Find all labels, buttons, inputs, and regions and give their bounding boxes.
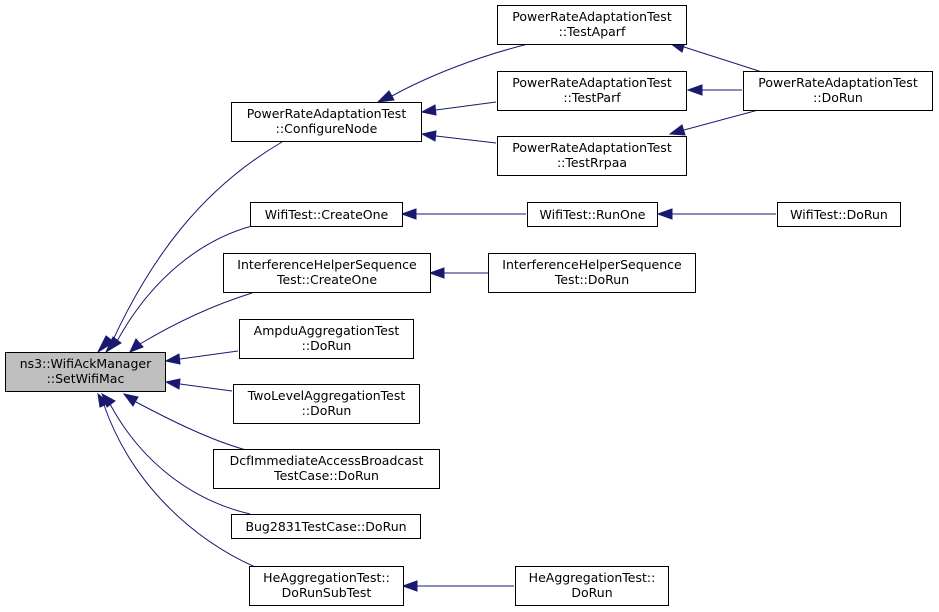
node-dcf-dorun[interactable]: DcfImmediateAccessBroadcast TestCase::Do…: [213, 449, 440, 489]
edge-dcf-to-root: [122, 393, 247, 451]
node-label-line2: ::DoRun: [302, 338, 352, 353]
node-label-line1: PowerRateAdaptationTest: [512, 140, 672, 155]
node-label-line1: ns3::WifiAckManager: [20, 356, 152, 371]
node-label-line2: ::SetWifiMac: [47, 371, 125, 386]
edge-parf-to-configure: [420, 101, 497, 116]
edge-wifi-createone-to-root: [104, 225, 253, 354]
nodes: ns3::WifiAckManager ::SetWifiMac PowerRa…: [5, 5, 933, 606]
edge-heagg-subtest-to-root: [97, 392, 263, 571]
node-label-line1: HeAggregationTest::: [529, 570, 656, 585]
edge-rrpaa-to-configure: [420, 130, 497, 144]
node-wifitest-dorun[interactable]: WifiTest::DoRun: [777, 202, 901, 227]
node-twolevel-dorun[interactable]: TwoLevelAggregationTest ::DoRun: [233, 384, 420, 424]
node-label: WifiTest::DoRun: [790, 207, 888, 222]
node-label-line2: ::TestRrpaa: [557, 155, 627, 170]
edge-prat-dorun-to-aparf: [668, 41, 763, 73]
node-ampdu-dorun[interactable]: AmpduAggregationTest ::DoRun: [239, 319, 414, 359]
edge-prat-dorun-to-parf: [686, 84, 742, 96]
edge-ihst-createone-to-root: [129, 292, 253, 353]
node-prat-testparf[interactable]: PowerRateAdaptationTest ::TestParf: [497, 71, 687, 111]
node-root-setwifimac[interactable]: ns3::WifiAckManager ::SetWifiMac: [5, 352, 166, 392]
edge-aparf-to-configure: [376, 43, 529, 103]
node-wifitest-runone[interactable]: WifiTest::RunOne: [527, 202, 658, 227]
node-label-line1: InterferenceHelperSequence: [502, 257, 682, 272]
node-ihst-dorun[interactable]: InterferenceHelperSequence Test::DoRun: [488, 253, 696, 293]
node-prat-testrrpaa[interactable]: PowerRateAdaptationTest ::TestRrpaa: [497, 136, 687, 176]
node-label-line1: DcfImmediateAccessBroadcast: [230, 453, 424, 468]
edge-heagg-dorun-to-subtest: [401, 580, 514, 592]
edge-configure-to-root: [96, 141, 283, 354]
node-label-line2: ::TestAparf: [559, 24, 626, 39]
node-label-line1: PowerRateAdaptationTest: [758, 75, 918, 90]
node-wifitest-createone[interactable]: WifiTest::CreateOne: [250, 202, 403, 227]
node-label: WifiTest::RunOne: [540, 207, 646, 222]
node-label-line2: ::TestParf: [563, 90, 621, 105]
node-label-line2: DoRunSubTest: [282, 585, 372, 600]
node-label-line1: TwoLevelAggregationTest: [247, 388, 406, 403]
edge-ihst-dorun-to-createone: [428, 267, 488, 279]
edge-twolevel-to-root: [164, 378, 233, 392]
node-label-line2: ::DoRun: [302, 403, 352, 418]
node-label-line1: PowerRateAdaptationTest: [247, 106, 407, 121]
node-prat-configurenode[interactable]: PowerRateAdaptationTest ::ConfigureNode: [231, 102, 422, 142]
node-label-line2: DoRun: [571, 585, 612, 600]
edge-wifi-dorun-to-runone: [656, 208, 776, 220]
edges: [96, 41, 776, 592]
node-label-line2: ::DoRun: [813, 90, 863, 105]
edge-runone-to-createone: [400, 208, 526, 220]
node-prat-dorun[interactable]: PowerRateAdaptationTest ::DoRun: [743, 71, 933, 111]
node-label-line1: PowerRateAdaptationTest: [512, 9, 672, 24]
node-label-line2: Test::CreateOne: [276, 272, 377, 287]
node-label: WifiTest::CreateOne: [265, 207, 389, 222]
node-label-line1: InterferenceHelperSequence: [237, 257, 417, 272]
node-label-line1: PowerRateAdaptationTest: [512, 75, 672, 90]
node-heagg-dorunsubtest[interactable]: HeAggregationTest:: DoRunSubTest: [249, 566, 404, 606]
edge-ampdu-to-root: [164, 350, 239, 365]
node-bug2831-dorun[interactable]: Bug2831TestCase::DoRun: [231, 514, 421, 539]
node-heagg-dorun[interactable]: HeAggregationTest:: DoRun: [515, 566, 669, 606]
node-prat-testaparf[interactable]: PowerRateAdaptationTest ::TestAparf: [497, 5, 687, 45]
node-ihst-createone[interactable]: InterferenceHelperSequence Test::CreateO…: [223, 253, 431, 293]
node-label-line1: HeAggregationTest::: [263, 570, 390, 585]
node-label-line2: TestCase::DoRun: [273, 468, 379, 483]
node-label: Bug2831TestCase::DoRun: [245, 519, 406, 534]
node-label-line2: ::ConfigureNode: [276, 121, 378, 136]
node-label-line2: Test::DoRun: [554, 272, 629, 287]
node-label-line1: AmpduAggregationTest: [254, 323, 400, 338]
edge-prat-dorun-to-rrpaa: [668, 108, 763, 136]
